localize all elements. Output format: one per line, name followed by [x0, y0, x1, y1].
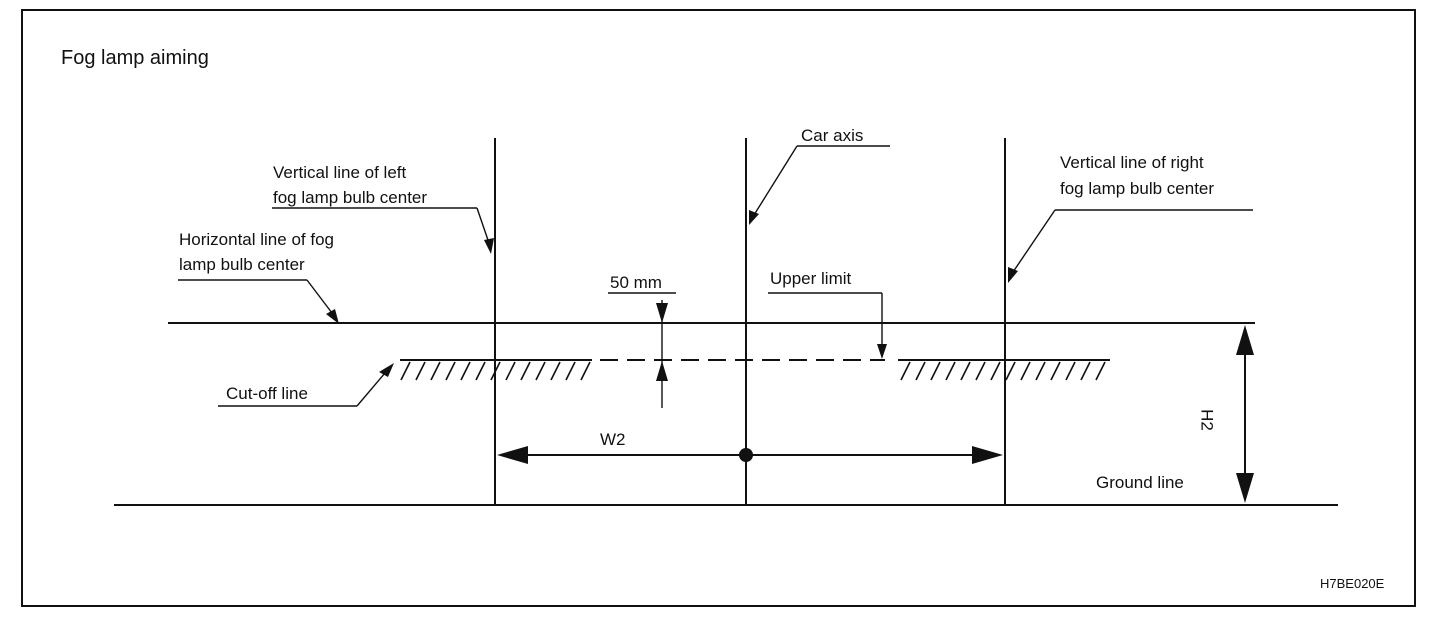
- left-vertical-leader: [272, 207, 494, 254]
- hatch-stroke: [975, 361, 986, 381]
- hatch-stroke: [415, 361, 426, 381]
- hatch-stroke: [990, 361, 1001, 381]
- cutoff-leader: [218, 363, 394, 407]
- hatch-stroke: [1050, 361, 1061, 381]
- horizontal-label-line2: lamp bulb center: [179, 255, 305, 274]
- upper-limit-label: Upper limit: [770, 269, 852, 288]
- hatch-stroke: [1065, 361, 1076, 381]
- hatch-stroke: [1080, 361, 1091, 381]
- upper-limit-leader: [768, 292, 887, 359]
- hatch-stroke: [1035, 361, 1046, 381]
- diagram-title: Fog lamp aiming: [61, 47, 209, 69]
- hatch-stroke: [505, 361, 516, 381]
- cutoff-hatching: [400, 361, 1106, 381]
- hatch-stroke: [580, 361, 591, 381]
- height-label: H2: [1198, 409, 1217, 431]
- hatch-stroke: [430, 361, 441, 381]
- right-vertical-leader: [1008, 209, 1253, 283]
- hatch-stroke: [400, 361, 411, 381]
- horizontal-leader: [178, 279, 339, 324]
- left-vertical-label-line1: Vertical line of left: [273, 163, 407, 182]
- horizontal-label-line1: Horizontal line of fog: [179, 230, 334, 249]
- hatch-stroke: [960, 361, 971, 381]
- hatch-stroke: [535, 361, 546, 381]
- car-axis-label: Car axis: [801, 126, 863, 145]
- car-axis-leader: [749, 145, 890, 225]
- hatch-stroke: [1020, 361, 1031, 381]
- hatch-stroke: [945, 361, 956, 381]
- diagram-frame: [21, 9, 1416, 607]
- hatch-stroke: [900, 361, 911, 381]
- hatch-stroke: [565, 361, 576, 381]
- width-label: W2: [600, 430, 626, 449]
- hatch-stroke: [445, 361, 456, 381]
- hatch-stroke: [550, 361, 561, 381]
- hatch-stroke: [1095, 361, 1106, 381]
- height-dimension: [1236, 325, 1254, 503]
- left-vertical-label-line2: fog lamp bulb center: [273, 188, 427, 207]
- hatch-stroke: [1005, 361, 1016, 381]
- hatch-stroke: [475, 361, 486, 381]
- cutoff-label: Cut-off line: [226, 384, 308, 403]
- width-dimension: [497, 446, 1003, 464]
- hatch-stroke: [460, 361, 471, 381]
- right-vertical-label-line1: Vertical line of right: [1060, 153, 1204, 172]
- offset-dimension: [656, 300, 668, 408]
- hatch-stroke: [490, 361, 501, 381]
- hatch-stroke: [915, 361, 926, 381]
- offset-label: 50 mm: [610, 273, 662, 292]
- ground-line-label: Ground line: [1096, 473, 1184, 492]
- figure-code: H7BE020E: [1320, 576, 1385, 591]
- hatch-stroke: [520, 361, 531, 381]
- right-vertical-label-line2: fog lamp bulb center: [1060, 179, 1214, 198]
- hatch-stroke: [930, 361, 941, 381]
